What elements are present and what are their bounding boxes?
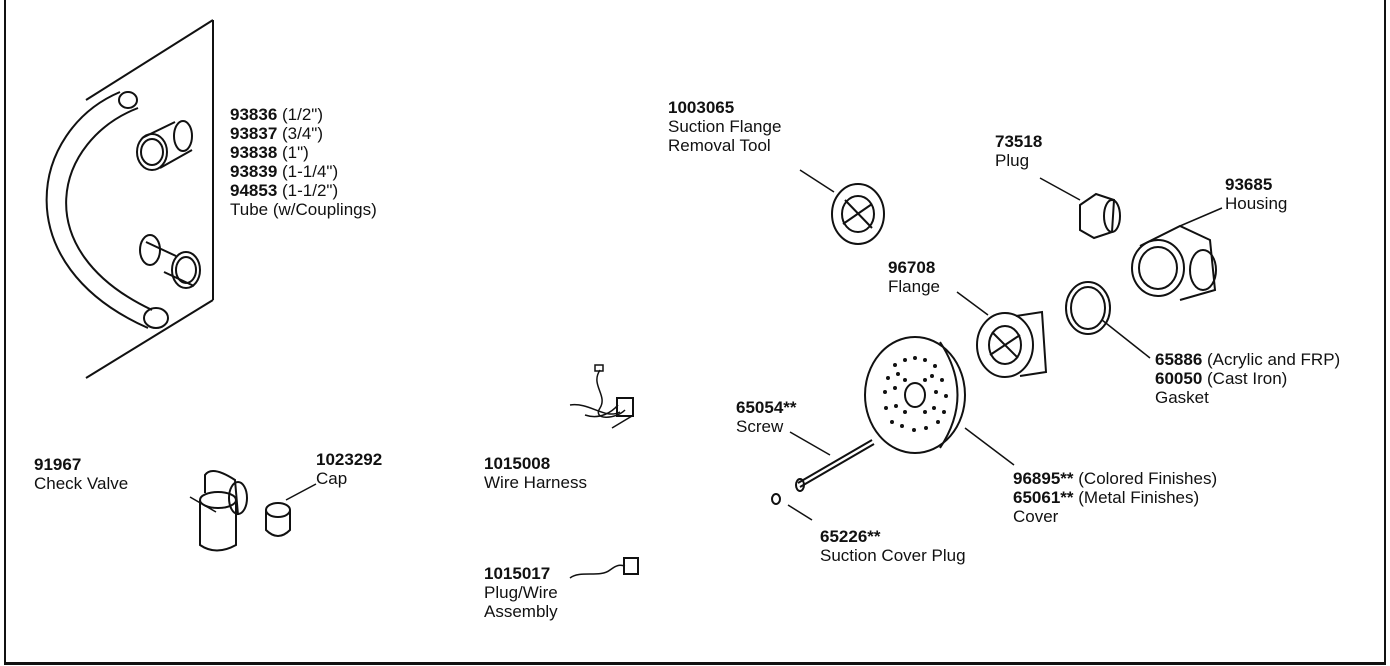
tube-size-row: 93837 (3/4") [230, 124, 377, 143]
part-description: Suction Cover Plug [820, 546, 966, 565]
plug-wire-label: 1015017 Plug/Wire Assembly [484, 564, 558, 621]
cover-row: 96895** (Colored Finishes) [1013, 469, 1217, 488]
part-description: Suction Flange [668, 117, 782, 136]
tube-size-row: 93839 (1-1/4") [230, 162, 377, 181]
cap-label: 1023292 Cap [316, 450, 382, 488]
part-description: Tube (w/Couplings) [230, 200, 377, 219]
wire-harness-drawing [569, 364, 634, 429]
gasket-row: 65886 (Acrylic and FRP) [1155, 350, 1340, 369]
part-number: 60050 [1155, 369, 1203, 388]
tube-size-row: 94853 (1-1/2") [230, 181, 377, 200]
cover-drawing [864, 336, 1015, 466]
part-number: 94853 [230, 181, 278, 200]
gasket-label: 65886 (Acrylic and FRP) 60050 (Cast Iron… [1155, 350, 1340, 407]
part-number: 93839 [230, 162, 278, 181]
plug-drawing [1039, 177, 1121, 240]
part-number: 1015017 [484, 564, 551, 583]
drawing-frame [4, 0, 1386, 665]
part-number: 1003065 [668, 98, 735, 117]
part-number: 73518 [995, 132, 1043, 151]
part-description: Removal Tool [668, 136, 771, 155]
part-number: 1023292 [316, 450, 383, 469]
part-description: Plug [995, 151, 1030, 170]
tube-drawing [45, 91, 169, 329]
wall-panel-drawing [85, 19, 214, 379]
cover-plug-label: 65226** Suction Cover Plug [820, 527, 966, 565]
check-valve-label: 91967 Check Valve [34, 455, 128, 493]
part-number: 93685 [1225, 175, 1273, 194]
size-text: (1/2") [282, 105, 324, 124]
cover-row: 65061** (Metal Finishes) [1013, 488, 1217, 507]
part-description: Screw [736, 417, 784, 436]
check-valve-drawing [189, 470, 248, 552]
part-number: 96708 [888, 258, 936, 277]
removal-tool-label: 1003065 Suction Flange Removal Tool [668, 98, 781, 155]
tube-size-row: 93838 (1") [230, 143, 377, 162]
part-number: 93837 [230, 124, 278, 143]
cover-label: 96895** (Colored Finishes) 65061** (Meta… [1013, 469, 1217, 526]
part-description: Flange [888, 277, 940, 296]
cover-holes [883, 356, 948, 432]
size-text: (1-1/2") [282, 181, 339, 200]
part-note: (Cast Iron) [1207, 369, 1288, 388]
screw-drawing [789, 431, 875, 492]
part-note: (Metal Finishes) [1078, 488, 1200, 507]
part-description: Gasket [1155, 388, 1209, 407]
part-number: 93838 [230, 143, 278, 162]
part-note: (Acrylic and FRP) [1207, 350, 1341, 369]
plug-wire-drawing [569, 557, 639, 579]
part-number: 91967 [34, 455, 82, 474]
part-number: 93836 [230, 105, 278, 124]
tube-label: 93836 (1/2") 93837 (3/4") 93838 (1") 938… [230, 105, 377, 219]
wire-harness-label: 1015008 Wire Harness [484, 454, 587, 492]
housing-drawing [1131, 207, 1223, 301]
part-number: 65886 [1155, 350, 1203, 369]
part-number: 96895** [1013, 469, 1074, 488]
part-description: Wire Harness [484, 473, 587, 492]
gasket-row: 60050 (Cast Iron) [1155, 369, 1340, 388]
part-description: Cap [316, 469, 348, 488]
flange-drawing [956, 291, 1048, 378]
size-text: (1-1/4") [282, 162, 339, 181]
removal-tool-drawing [799, 169, 885, 245]
part-number: 65226** [820, 527, 881, 546]
part-number: 65061** [1013, 488, 1074, 507]
part-description: Check Valve [34, 474, 129, 493]
cap-drawing [265, 483, 317, 537]
housing-label: 93685 Housing [1225, 175, 1287, 213]
size-text: (1") [282, 143, 309, 162]
tube-size-row: 93836 (1/2") [230, 105, 377, 124]
screw-label: 65054** Screw [736, 398, 797, 436]
plug-label: 73518 Plug [995, 132, 1042, 170]
cover-plug-drawing [771, 493, 813, 521]
part-description: Housing [1225, 194, 1288, 213]
part-note: (Colored Finishes) [1078, 469, 1218, 488]
part-description: Cover [1013, 507, 1059, 526]
part-number: 1015008 [484, 454, 551, 473]
part-description: Assembly [484, 602, 558, 621]
part-description: Plug/Wire [484, 583, 558, 602]
gasket-drawing [1065, 281, 1151, 359]
coupling-upper-drawing [136, 120, 193, 171]
part-number: 65054** [736, 398, 797, 417]
size-text: (3/4") [282, 124, 324, 143]
flange-label: 96708 Flange [888, 258, 940, 296]
coupling-lower-drawing [139, 234, 201, 289]
